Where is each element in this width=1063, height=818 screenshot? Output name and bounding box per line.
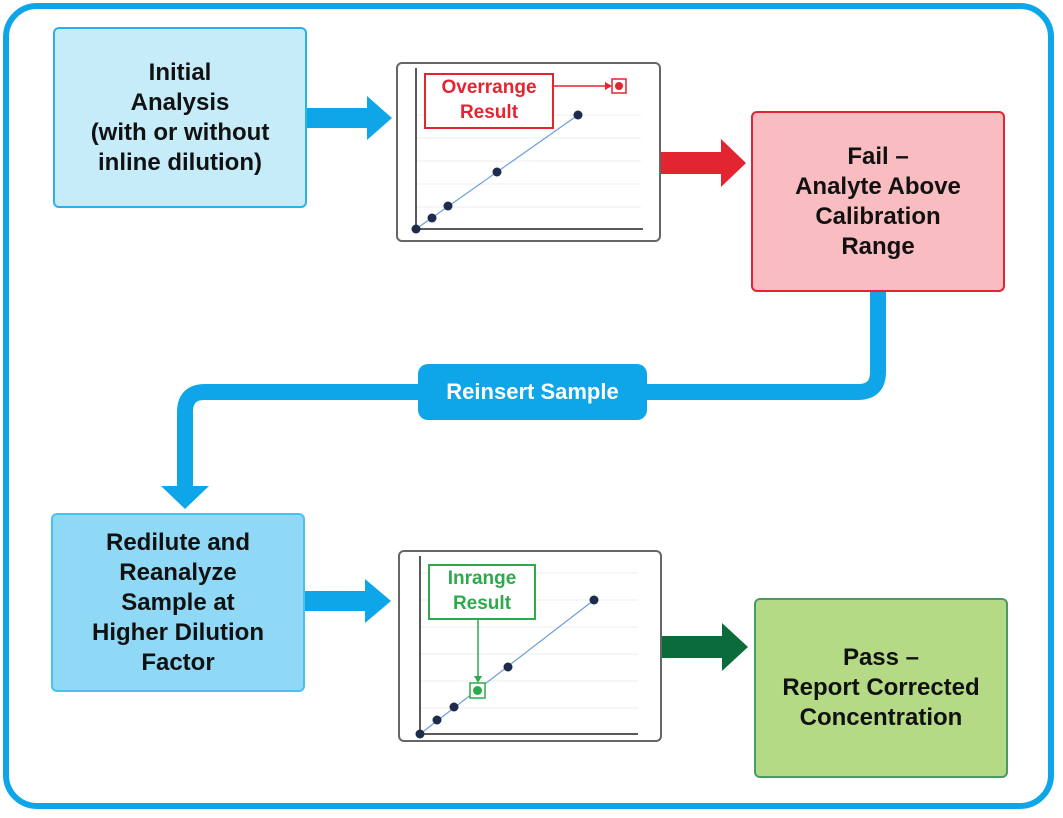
overrange-label: Overrange Result xyxy=(424,73,554,129)
reinsert-arrowhead xyxy=(161,486,209,509)
fail-box: Fail – Analyte Above Calibration Range xyxy=(751,111,1005,292)
arrow-initial-to-chart xyxy=(307,96,392,140)
redilute-box: Redilute and Reanalyze Sample at Higher … xyxy=(51,513,305,692)
calibration-point xyxy=(427,213,437,223)
calibration-point xyxy=(449,702,459,712)
calibration-point xyxy=(443,201,453,211)
initial-analysis-box: Initial Analysis (with or without inline… xyxy=(53,27,307,208)
reinsert-sample-label: Reinsert Sample xyxy=(418,364,647,420)
arrow-redilute-to-chart xyxy=(305,579,391,623)
calibration-point xyxy=(492,167,502,177)
fail-text: Fail – Analyte Above Calibration Range xyxy=(795,142,961,260)
calibration-point xyxy=(573,110,583,120)
overrange-point xyxy=(615,82,623,90)
inrange-point xyxy=(473,686,482,695)
redilute-text: Redilute and Reanalyze Sample at Higher … xyxy=(92,528,264,676)
inrange-chart: Inrange Result xyxy=(398,550,662,742)
pass-text: Pass – Report Corrected Concentration xyxy=(782,644,980,731)
pass-box: Pass – Report Corrected Concentration xyxy=(754,598,1008,778)
calibration-point xyxy=(415,729,425,739)
initial-analysis-text: Initial Analysis (with or without inline… xyxy=(90,58,270,176)
overrange-chart: Overrange Result xyxy=(396,62,661,242)
inrange-pointer-head xyxy=(474,676,482,683)
calibration-point xyxy=(503,662,513,672)
calibration-point xyxy=(589,595,599,605)
calibration-point xyxy=(432,715,442,725)
arrow-chart-to-pass xyxy=(662,623,748,671)
arrow-chart-to-fail xyxy=(661,139,746,187)
calibration-point xyxy=(411,224,421,234)
inrange-label: Inrange Result xyxy=(428,564,536,620)
overrange-pointer-head xyxy=(605,82,612,90)
